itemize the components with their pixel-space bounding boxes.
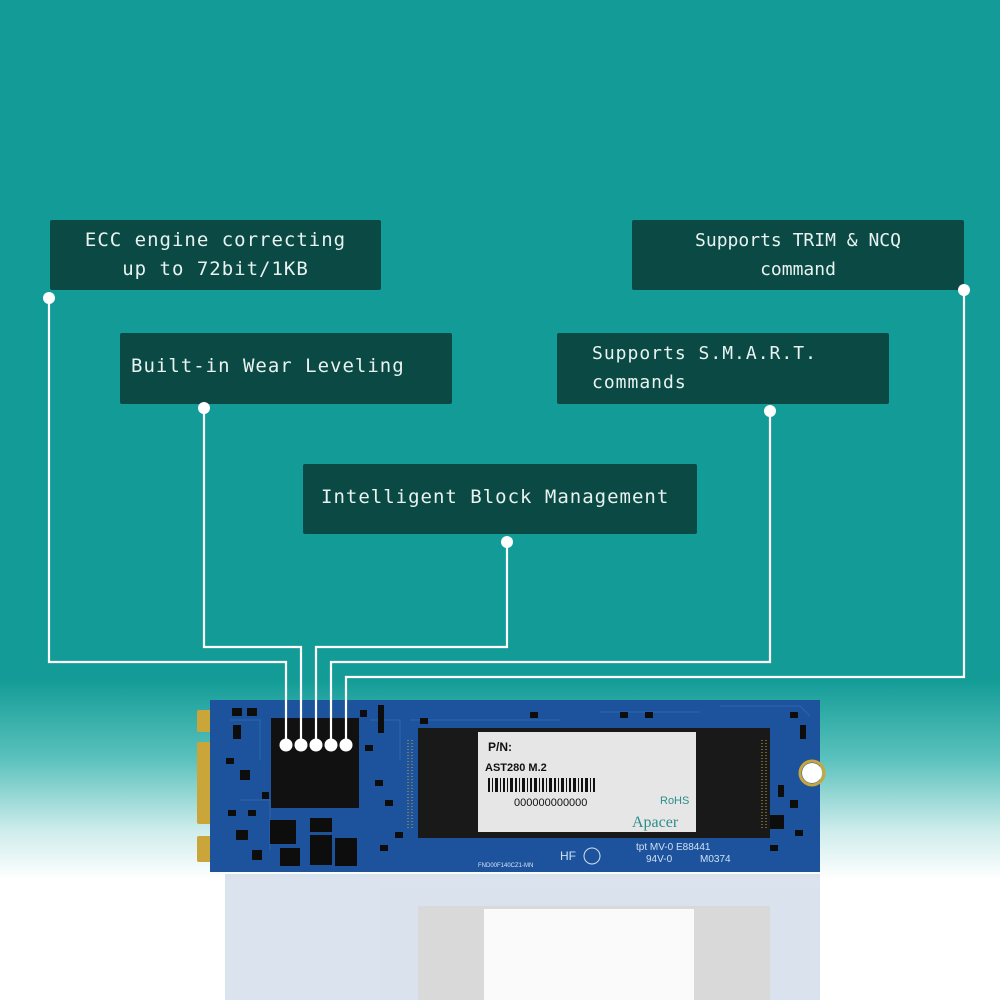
line-trim-ncq — [344, 290, 966, 745]
feature-wear-leveling-text: Built-in Wear Leveling — [131, 355, 405, 377]
ssd-reflection — [225, 874, 820, 1000]
feature-ecc-engine: ECC engine correcting up to 72bit/1KB — [50, 220, 381, 290]
ssd-brand: Apacer — [632, 814, 679, 831]
line-block-management — [314, 542, 509, 745]
ssd-pcb: P/N: AST280 M.2 000000000000 RoHS Apacer… — [197, 700, 826, 872]
feature-block-management: Intelligent Block Management — [303, 464, 697, 534]
pcb-hf-mark: HF — [560, 849, 576, 863]
feature-smart-line2: commands — [592, 372, 687, 393]
feature-smart: Supports S.M.A.R.T. commands — [557, 333, 889, 404]
ssd-pn-label: P/N: — [488, 740, 512, 754]
feature-ecc-line1: ECC engine correcting — [84, 229, 347, 251]
feature-trim-line1: Supports TRIM & NCQ — [695, 230, 901, 251]
feature-block-management-text: Intelligent Block Management — [321, 486, 670, 508]
feature-ecc-line2: up to 72bit/1KB — [122, 258, 309, 280]
pcb-marking-3: M0374 — [700, 854, 731, 865]
barcode — [488, 778, 595, 792]
pcb-marking-1: tpt MV-0 E88441 — [636, 842, 711, 853]
feature-wear-leveling: Built-in Wear Leveling — [120, 333, 452, 404]
pcb-marking-2: 94V-0 — [646, 854, 673, 865]
ssd-serial: 000000000000 — [514, 797, 587, 809]
connector-dots — [43, 284, 970, 752]
feature-trim-ncq: Supports TRIM & NCQ command — [632, 220, 964, 290]
connector-lines — [47, 290, 966, 745]
line-ecc — [47, 298, 288, 745]
feature-trim-line2: command — [760, 259, 836, 280]
ssd-rohs: RoHS — [660, 795, 689, 807]
line-smart — [329, 411, 772, 745]
line-wear-leveling — [202, 408, 303, 745]
pcb-part-code: FND00F140CZ1-MN — [478, 863, 533, 869]
feature-smart-line1: Supports S.M.A.R.T. — [592, 343, 817, 364]
ssd-model: AST280 M.2 — [485, 762, 547, 774]
